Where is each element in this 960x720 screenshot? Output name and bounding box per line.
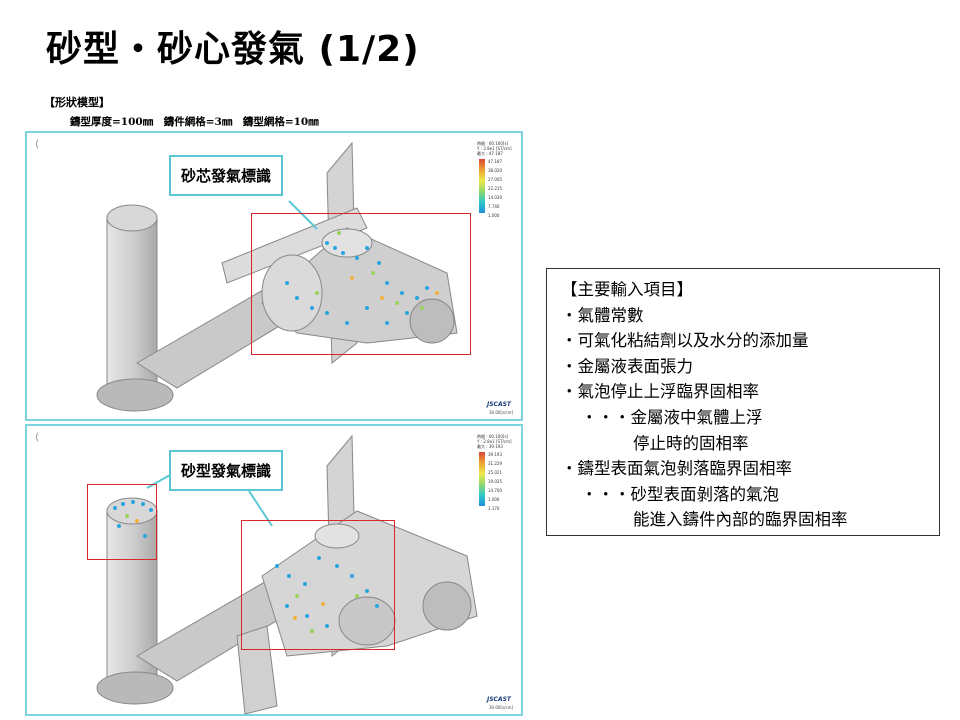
logo-scale-label: 30.00[s/cm]: [489, 410, 514, 415]
conditions-line: 鑄型厚度=100㎜ 鑄件網格=3㎜ 鑄型網格=10㎜: [70, 116, 319, 128]
highlight-box-casting: [241, 520, 395, 650]
legend-color-bar: [479, 452, 485, 506]
legend-tick: 47.187: [488, 159, 502, 164]
callout-core-gas: 砂芯發氣標識: [169, 155, 284, 196]
input-items-box: 【主要輸入項目】 ・氣體常數 ・可氣化粘結劑以及水分的添加量 ・金屬液表面張力 …: [546, 268, 940, 536]
input-item-detail: 能進入鑄件內部的臨界固相率: [633, 510, 848, 530]
input-item-detail: ・・・金屬液中氣體上浮: [581, 407, 763, 427]
casting-model-bottom: [96, 434, 478, 714]
jscast-logo: JSCAST: [487, 401, 512, 408]
input-item: ・氣體常數: [561, 305, 644, 325]
page-title: 砂型・砂心發氣 (1/2): [46, 29, 420, 70]
legend-line: 時間 : 00.100[s]: [477, 434, 509, 439]
legend-tick: 1.170: [488, 506, 500, 511]
input-item-detail: 停止時的固相率: [633, 433, 749, 453]
color-legend-top: 時間 : 00.100[s] Y : 2.8e1 [ST/cm] 最大 : 47…: [477, 141, 512, 218]
highlight-box-core: [251, 213, 471, 355]
axis-triad-icon: ⟨: [35, 139, 39, 150]
legend-tick: 7.740: [488, 204, 500, 209]
legend-tick: 14.700: [488, 488, 502, 493]
input-item: ・可氣化粘結劑以及水分的添加量: [561, 331, 809, 351]
callout-mold-gas: 砂型發氣標識: [169, 450, 284, 491]
conditions-heading: 【形狀模型】: [44, 96, 110, 109]
color-legend-bottom: 時間 : 00.100[s] Y : 2.8e1 [ST/cm] 最大 : 39…: [477, 434, 512, 511]
legend-color-bar: [479, 159, 485, 213]
legend-tick: 31.229: [488, 461, 502, 466]
highlight-box-sprue: [87, 484, 157, 560]
legend-line: 最大 : 39.193: [477, 444, 503, 449]
casting-model-top: [96, 141, 458, 412]
legend-tick: 1.000: [488, 213, 500, 218]
legend-tick: 14.030: [488, 195, 502, 200]
legend-line: 最大 : 47.187: [477, 151, 503, 156]
legend-tick: 1.000: [488, 497, 500, 502]
input-item-detail: ・・・砂型表面剝落的氣泡: [581, 484, 779, 504]
input-item: ・鑄型表面氣泡剝落臨界固相率: [561, 459, 792, 479]
jscast-logo: JSCAST: [487, 696, 512, 703]
legend-line: Y : 2.8e1 [ST/cm]: [477, 439, 512, 444]
axis-triad-icon: ⟨: [35, 432, 39, 443]
legend-line: 時間 : 00.100[s]: [477, 141, 509, 146]
simulation-panel-top: ⟨ 砂芯發氣標識 時間 : 00.100[s] Y : 2.8e1 [ST/cm…: [25, 131, 523, 421]
legend-line: Y : 2.8e1 [ST/cm]: [477, 146, 512, 151]
input-item: ・金屬液表面張力: [561, 356, 693, 376]
legend-tick: 25.021: [488, 470, 502, 475]
legend-tick: 38.020: [488, 168, 502, 173]
logo-scale-label: 30.00[s/cm]: [489, 705, 514, 710]
legend-tick: 19.025: [488, 479, 502, 484]
legend-tick: 39.193: [488, 452, 502, 457]
simulation-panel-bottom: ⟨ 砂型發氣標識 時間 : 00.100[s] Y : 2.8e1 [ST/cm…: [25, 424, 523, 716]
input-items-heading: 【主要輸入項目】: [561, 280, 693, 299]
legend-tick: 22.215: [488, 186, 502, 191]
input-item: ・氣泡停止上浮臨界固相率: [561, 382, 759, 402]
legend-tick: 27.005: [488, 177, 502, 182]
